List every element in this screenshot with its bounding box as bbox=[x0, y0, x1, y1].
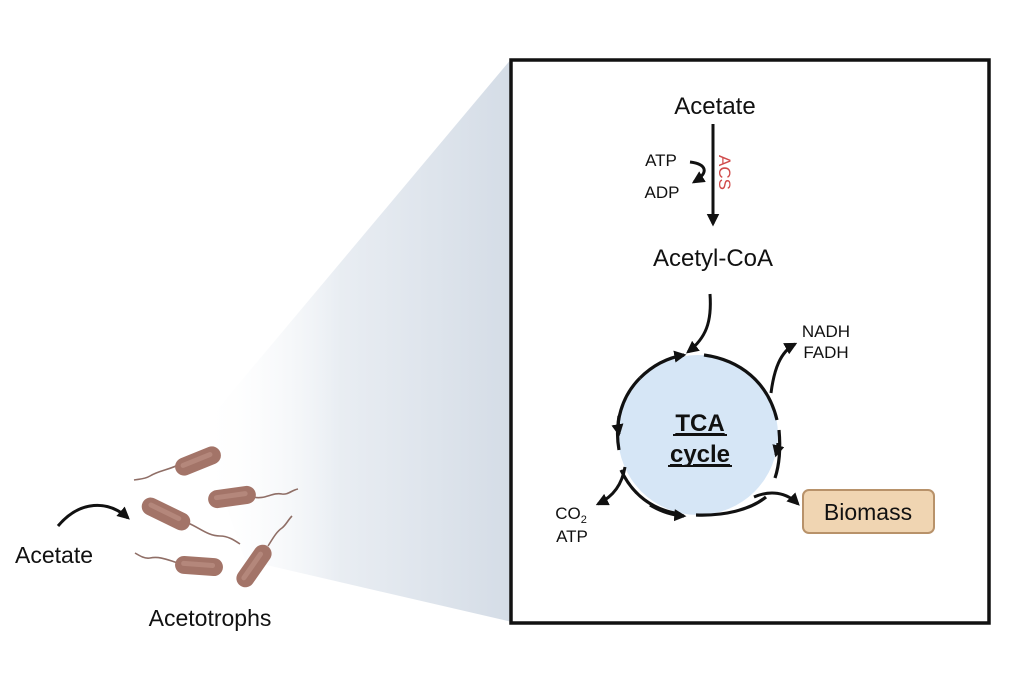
bacterium bbox=[175, 555, 223, 577]
flagellum bbox=[133, 462, 183, 481]
tca-arc-segment bbox=[772, 442, 785, 458]
tca-arc-segment bbox=[703, 353, 779, 421]
tca-title-line2: cycle bbox=[670, 441, 730, 468]
atp-adp-side-arrow bbox=[689, 160, 706, 184]
atp-input-label: ATP bbox=[645, 151, 677, 170]
bacterium bbox=[141, 497, 191, 531]
tca-arc-segment bbox=[695, 495, 768, 517]
acetylcoa-entry-arrow bbox=[686, 293, 712, 354]
co2-subscript: 2 bbox=[581, 514, 587, 526]
tca-arc-segment bbox=[615, 376, 642, 451]
bacterium bbox=[236, 544, 272, 588]
tca-arc-segment bbox=[638, 350, 687, 380]
flagellum bbox=[252, 488, 299, 499]
acetotrophs-label: Acetotrophs bbox=[149, 605, 272, 631]
tca-title-line1: TCA bbox=[675, 410, 724, 437]
tca-arc-segment bbox=[649, 503, 687, 522]
tca-arc-segment bbox=[611, 415, 624, 437]
flagellum bbox=[187, 522, 241, 545]
left-acetate-label: Acetate bbox=[15, 542, 93, 568]
bacterium bbox=[208, 485, 256, 509]
zoom-cone bbox=[200, 58, 512, 622]
acetyl-coa-label: Acetyl-CoA bbox=[653, 245, 773, 272]
substrate-acetate-label: Acetate bbox=[674, 93, 755, 120]
co2-text: CO bbox=[555, 504, 581, 523]
acetate-uptake-arrow bbox=[56, 504, 130, 527]
atp-output-label: ATP bbox=[556, 527, 588, 546]
tca-arc-segment bbox=[773, 429, 782, 479]
acs-enzyme-label: ACS bbox=[715, 155, 734, 190]
nadh-fadh-output-arrow bbox=[769, 342, 798, 394]
biomass-box bbox=[802, 489, 935, 534]
flagellum bbox=[267, 515, 293, 547]
fadh-label: FADH bbox=[803, 343, 848, 362]
biomass-output-arrow bbox=[753, 491, 800, 506]
adp-output-label: ADP bbox=[645, 183, 680, 202]
bacterium bbox=[175, 446, 221, 476]
co2-atp-output-arrow bbox=[595, 466, 627, 506]
biomass-label: Biomass bbox=[824, 499, 912, 525]
nadh-label: NADH bbox=[802, 322, 850, 341]
acetotroph-cluster bbox=[133, 446, 299, 588]
flagellum bbox=[134, 552, 179, 564]
co2-label: CO2 bbox=[555, 504, 587, 526]
